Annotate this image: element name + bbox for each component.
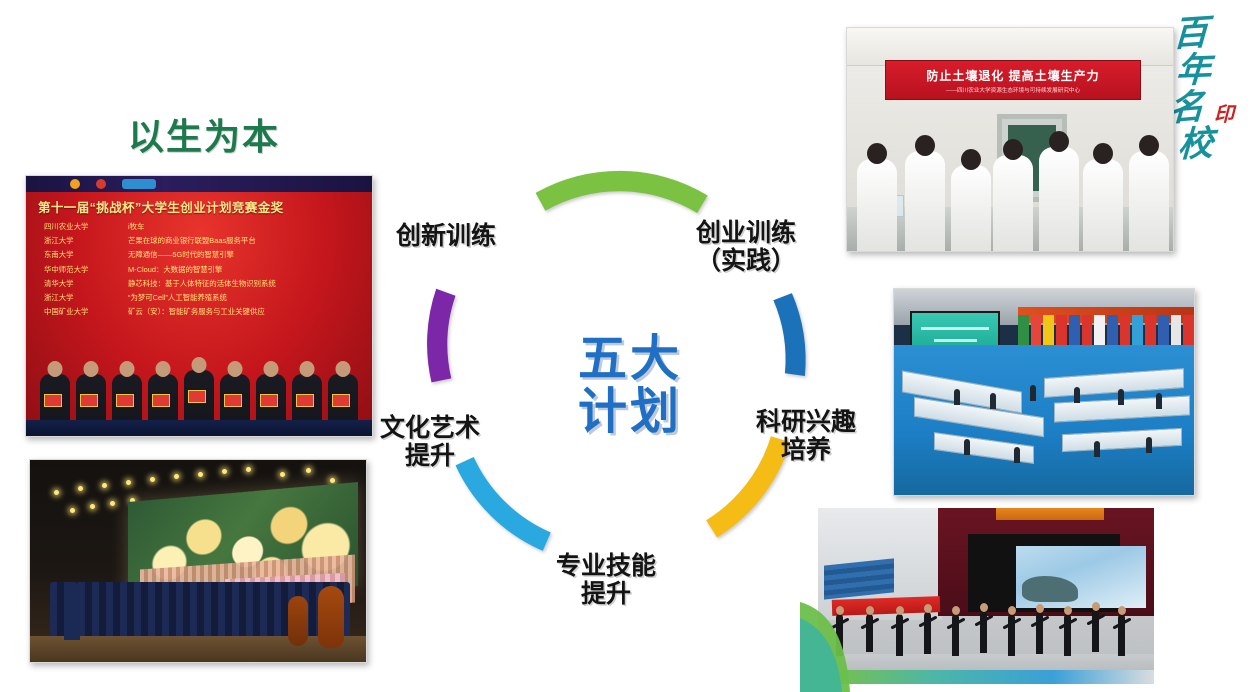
blue-arc — [773, 293, 806, 376]
cycle-label-innovation: 创新训练 — [396, 222, 497, 250]
dance-performance-photo — [818, 508, 1154, 684]
exhibition-hall-photo — [893, 288, 1195, 496]
lab-banner-line2: ——四川农业大学资源生态环境与可持续发展研究中心 — [945, 87, 1081, 94]
expo-flags — [1018, 315, 1194, 361]
dancer — [1064, 614, 1071, 656]
award-stage-floor — [26, 420, 372, 436]
dancer — [836, 614, 843, 656]
lab-banner: 防止土壤退化 提高土壤生产力 ——四川农业大学资源生态环境与可持续发展研究中心 — [885, 60, 1141, 100]
lab-ceiling — [847, 28, 1173, 66]
award-row: 东南大学无障通信——5G时代的智慧引擎 — [44, 250, 234, 260]
lab-researcher — [1083, 159, 1123, 251]
green-arc — [535, 170, 708, 213]
concert-stage-lights — [30, 460, 366, 520]
concert-cello-second — [288, 596, 308, 646]
concert-cello — [318, 586, 344, 648]
page-title: 以生为本 — [128, 116, 281, 157]
award-row: 中国矿业大学矿云（安）：智能矿务服务与工业关键供应 — [44, 307, 265, 317]
lab-researcher — [951, 165, 991, 251]
dancer — [952, 614, 959, 656]
cycle-label-professional-skill: 专业技能 提升 — [556, 552, 657, 608]
brand-logo: 百 年 名 校 印 — [1142, 12, 1240, 165]
dancer — [924, 612, 931, 654]
lab-researcher — [905, 151, 945, 251]
cyan-arc — [455, 457, 551, 551]
lab-researcher — [993, 155, 1033, 251]
lab-researcher — [857, 159, 897, 251]
brand-seal-icon: 印 — [1214, 104, 1234, 126]
dancer — [1118, 614, 1125, 656]
dance-top-sign — [996, 508, 1104, 520]
cycle-center-title: 五大 计划 — [577, 332, 682, 439]
award-row: 浙江大学“为梦可Cell”人工智能养殖系统 — [44, 293, 227, 303]
concert-stage-floor — [30, 636, 366, 662]
dancer — [1036, 612, 1043, 654]
concert-performance-photo — [29, 459, 367, 663]
yellow-arc — [706, 436, 791, 538]
lab-banner-line1: 防止土壤退化 提高土壤生产力 — [926, 68, 1100, 83]
brand-char-1: 百 — [1172, 12, 1210, 55]
green-wave-decoration — [800, 602, 850, 692]
dancer — [1092, 610, 1099, 652]
award-banner-title: 第十一届“挑战杯”大学生创业计划竞赛金奖 — [38, 201, 284, 215]
brand-char-3: 名 — [1168, 86, 1206, 129]
concert-conductor — [64, 582, 80, 640]
cycle-label-culture-art: 文化艺术 提升 — [380, 414, 481, 470]
dance-led-screen — [1016, 546, 1146, 608]
dance-bottom-strip — [818, 670, 1154, 684]
lab-researcher — [1039, 147, 1079, 251]
dancer — [1008, 614, 1015, 656]
lab-researcher — [1129, 151, 1169, 251]
dancer — [866, 614, 873, 652]
award-stage-header — [26, 176, 372, 192]
award-row: 清华大学静芯科技：基于人体特征的活体生物识别系统 — [44, 278, 276, 288]
purple-arc — [427, 288, 456, 383]
cycle-label-entrepreneurship: 创业训练 （实践） — [696, 219, 797, 275]
brand-char-2: 年 — [1175, 50, 1213, 91]
award-row: 浙江大学芒果在球的商业银行联盟Baas服务平台 — [44, 236, 256, 246]
dancer — [980, 611, 987, 653]
laboratory-photo: 防止土壤退化 提高土壤生产力 ——四川农业大学资源生态环境与可持续发展研究中心 — [846, 27, 1174, 252]
dancer — [896, 614, 903, 656]
cycle-label-research-interest: 科研兴趣 培养 — [756, 408, 857, 464]
five-plans-cycle-diagram — [380, 150, 860, 630]
brand-char-4: 校 — [1177, 123, 1215, 165]
